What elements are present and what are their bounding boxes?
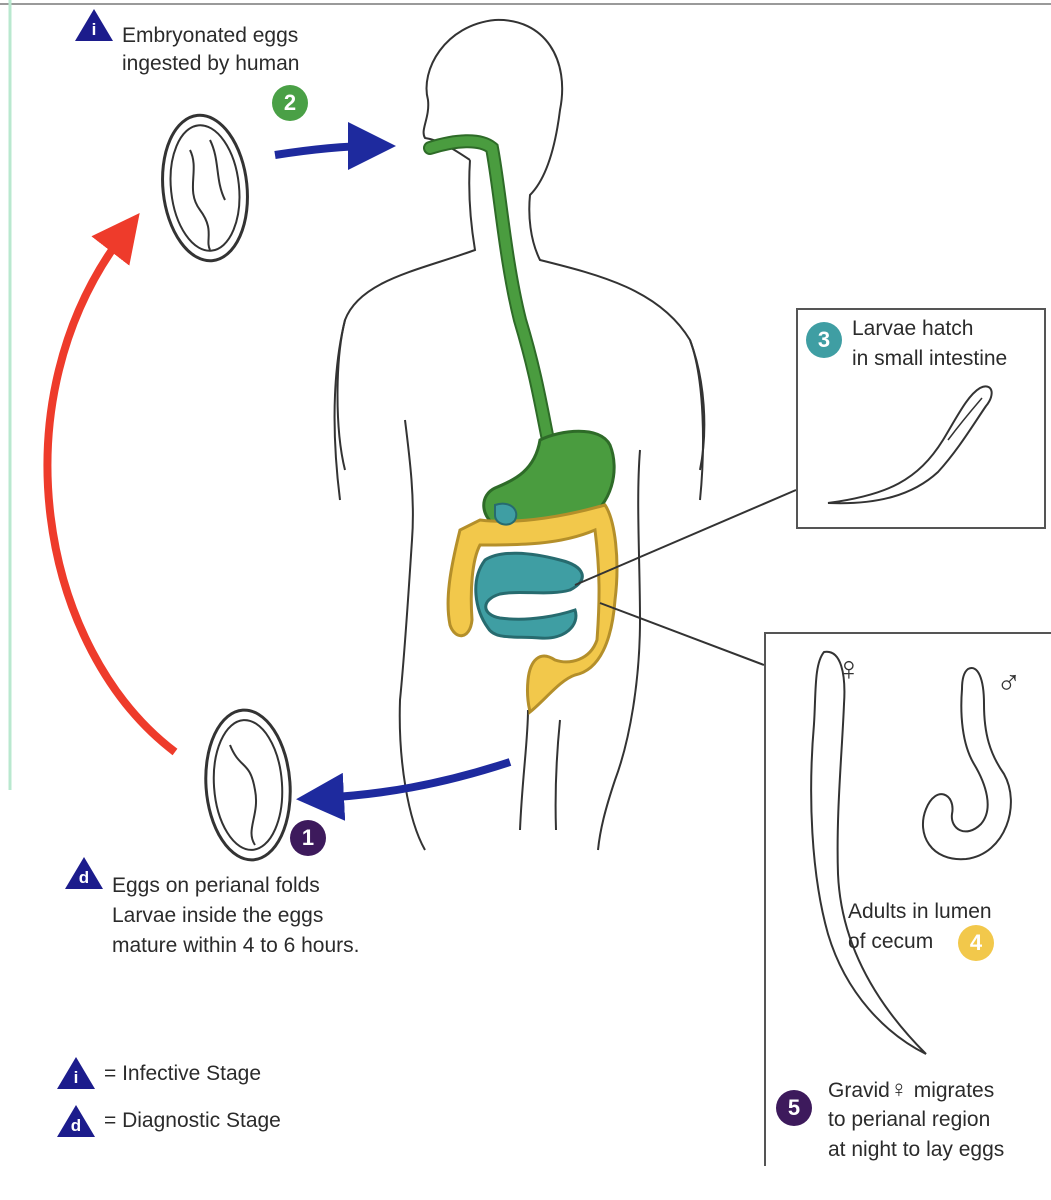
perianal-label-line1: Eggs on perianal folds [112,874,320,897]
arrow-ingestion [274,122,396,171]
adult-worms-illustration [810,650,1012,1055]
hatch-label-line2: in small intestine [852,347,1008,370]
male-worm [921,667,1012,861]
legend-diagnostic-text: = Diagnostic Stage [104,1109,281,1132]
gravid-word: Gravid [828,1079,890,1102]
gravid-migrates-word: migrates [913,1079,995,1102]
infective-stage-icon: i [74,8,114,42]
arrow-to-perianal [296,758,512,821]
legend-infective-icon: i [56,1056,96,1090]
callout-line-larvae [574,489,797,586]
arrow-reinfection [43,213,178,756]
gravid-label-line1: Gravid♀ migrates [828,1076,994,1104]
female-symbol: ♀ [836,650,862,688]
left-arm-outline [336,319,346,471]
ingested-label-line1: Embryonated eggs [122,24,299,47]
gravid-label-line3: at night to lay eggs [828,1138,1005,1161]
adults-label-line1: Adults in lumen [848,900,992,923]
step-badge-3: 3 [806,322,842,358]
human-body-outline [333,18,704,851]
male-symbol: ♂ [996,664,1022,702]
step-badge-4: 4 [958,925,994,961]
step-badge-5: 5 [776,1090,812,1126]
diagnostic-stage-icon: d [64,856,104,890]
perianal-label-line2: Larvae inside the eggs [112,904,324,927]
step-badge-1: 1 [290,820,326,856]
legend-infective-text: = Infective Stage [104,1062,262,1085]
perianal-egg [204,708,292,862]
right-arm-outline [689,339,706,471]
hatch-label-line1: Larvae hatch [852,317,974,340]
larva-illustration [827,385,993,505]
step-badge-2: 2 [272,85,308,121]
gravid-female-symbol: ♀ [889,1076,908,1103]
legend-diagnostic-icon: d [56,1104,96,1138]
female-worm [810,650,927,1055]
adults-box [764,632,1051,1166]
small-intestine [474,551,584,640]
adults-label-line2: of cecum [848,930,934,953]
callout-line-adults [599,602,765,666]
esophagus [423,134,555,447]
perianal-label-line3: mature within 4 to 6 hours. [112,934,360,957]
gravid-label-line2: to perianal region [828,1108,991,1131]
large-intestine [446,503,619,716]
embryonated-egg [161,113,249,263]
ingested-label-line2: ingested by human [122,52,300,75]
